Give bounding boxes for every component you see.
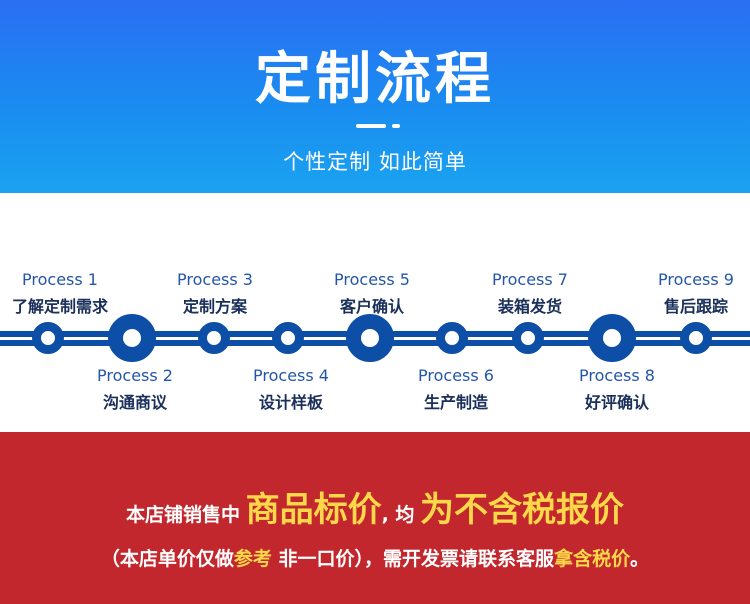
step-number: Process 6 <box>418 366 494 385</box>
step-name: 生产制造 <box>423 393 488 412</box>
step-name: 好评确认 <box>584 393 649 412</box>
notice-text: 本店铺销售中 <box>125 504 240 526</box>
step-node-7 <box>512 322 544 354</box>
step-label-6: Process 6 生产制造 <box>418 366 494 413</box>
step-node-5 <box>346 314 394 362</box>
step-label-9: Process 9 售后跟踪 <box>658 270 734 317</box>
step-label-8: Process 8 好评确认 <box>579 366 655 413</box>
step-name: 客户确认 <box>339 297 404 316</box>
notice-text: 非一口价），需开发票请联系客服 <box>271 548 555 570</box>
step-number: Process 9 <box>658 270 734 289</box>
step-number: Process 2 <box>97 366 173 385</box>
page-title: 定制流程 <box>255 47 495 112</box>
header-banner: 定制流程 个性定制 如此简单 <box>0 0 750 193</box>
step-name: 了解定制需求 <box>11 297 109 316</box>
step-label-1: Process 1 了解定制需求 <box>12 270 108 317</box>
step-node-9 <box>680 322 712 354</box>
step-node-1 <box>32 322 64 354</box>
step-name: 售后跟踪 <box>663 297 728 316</box>
step-node-3 <box>198 322 230 354</box>
divider <box>356 124 386 128</box>
step-number: Process 5 <box>334 270 410 289</box>
divider-dot <box>392 124 400 128</box>
notice-highlight: 参考 <box>233 548 272 570</box>
notice-line-2: （本店单价仅做参考 非一口价），需开发票请联系客服拿含税价。 <box>0 544 750 571</box>
notice-highlight: 商品标价 <box>245 490 382 530</box>
step-label-4: Process 4 设计样板 <box>253 366 329 413</box>
step-name: 定制方案 <box>182 297 247 316</box>
step-name: 沟通商议 <box>102 393 167 412</box>
notice-text: 。 <box>630 548 650 570</box>
step-number: Process 4 <box>253 366 329 385</box>
process-section <box>0 193 750 432</box>
notice-highlight: 拿含税价 <box>554 548 631 570</box>
step-number: Process 3 <box>177 270 253 289</box>
step-number: Process 1 <box>22 270 98 289</box>
notice-text: , 均 <box>381 504 415 526</box>
step-name: 装箱发货 <box>497 297 562 316</box>
step-node-8 <box>588 314 636 362</box>
step-label-2: Process 2 沟通商议 <box>97 366 173 413</box>
price-notice-banner: 本店铺销售中 商品标价, 均 为不含税报价 （本店单价仅做参考 非一口价），需开… <box>0 432 750 604</box>
step-number: Process 7 <box>492 270 568 289</box>
step-node-2 <box>108 314 156 362</box>
step-node-6 <box>436 322 468 354</box>
notice-highlight: 为不含税报价 <box>420 490 624 530</box>
step-number: Process 8 <box>579 366 655 385</box>
step-node-4 <box>272 322 304 354</box>
step-name: 设计样板 <box>258 393 323 412</box>
step-label-7: Process 7 装箱发货 <box>492 270 568 317</box>
step-label-5: Process 5 客户确认 <box>334 270 410 317</box>
notice-line-1: 本店铺销售中 商品标价, 均 为不含税报价 <box>0 482 750 531</box>
notice-text: （本店单价仅做 <box>100 548 234 570</box>
page-subtitle: 个性定制 如此简单 <box>283 150 467 174</box>
step-label-3: Process 3 定制方案 <box>177 270 253 317</box>
